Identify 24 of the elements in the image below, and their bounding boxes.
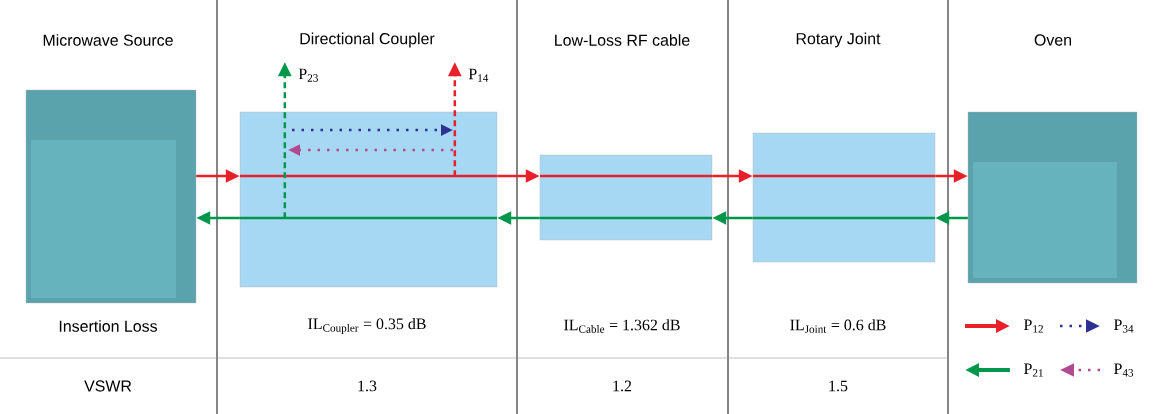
edge-label: P$_{14}$	[468, 68, 489, 82]
component-box	[539, 154, 713, 241]
legend-label: P$_{43}$	[1114, 363, 1134, 377]
edge-label: P$_{23}$	[298, 68, 318, 82]
column-heading: Rotary Joint	[796, 32, 881, 48]
component-box	[25, 89, 197, 304]
table-cell: 1.5	[829, 380, 848, 392]
component-box	[967, 111, 1138, 284]
column-heading: Oven	[1034, 34, 1071, 46]
table-cell: IL$_{Coupler}$ = 0.35 dB	[308, 318, 426, 334]
legend-label: P$_{21}$	[1024, 363, 1043, 377]
table-cell: 1.2	[613, 380, 632, 392]
legend-label: P$_{12}$	[1024, 319, 1043, 333]
table-cell: Insertion Loss	[59, 320, 157, 332]
table-cell: IL$_{Joint}$ = 0.6 dB	[790, 319, 886, 333]
column-heading: Low-Loss RF cable	[555, 34, 690, 46]
table-cell: 1.3	[358, 380, 377, 392]
table-cell: VSWR	[84, 380, 132, 392]
component-box	[239, 111, 498, 288]
component-box	[752, 132, 936, 263]
table-cell: IL$_{Cable}$ = 1.362 dB	[564, 319, 680, 333]
column-heading: Directional Coupler	[300, 32, 435, 48]
legend-label: P$_{34}$	[1114, 319, 1134, 333]
column-heading: Microwave Source	[43, 34, 173, 46]
